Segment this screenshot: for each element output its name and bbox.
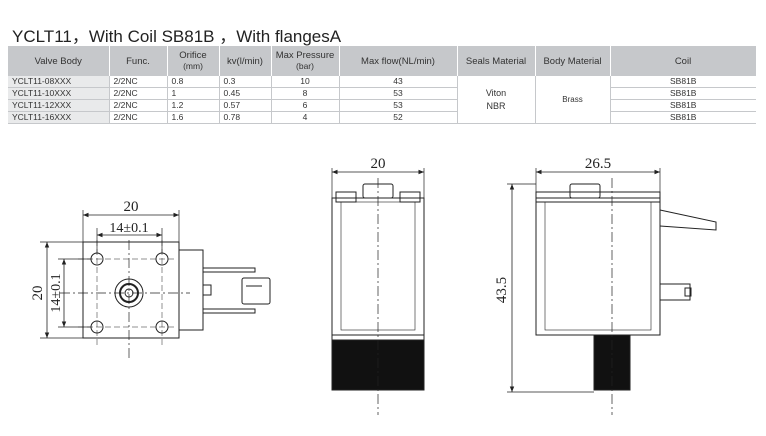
cell-valve-body: YCLT11-16XXX — [8, 111, 110, 124]
cell-coil: SB81B — [610, 76, 756, 88]
front-view — [40, 210, 271, 360]
profile-pin-angled — [659, 209, 717, 231]
cell-func: 2/2NC — [109, 87, 168, 100]
dim-profile-width: 26.5 — [585, 156, 611, 172]
dim-side-width: 20 — [371, 156, 386, 172]
cell-orifice: 0.8 — [167, 76, 220, 88]
dim-hole-spacing-h: 14±0.1 — [109, 221, 148, 236]
profile-pin-tab — [659, 283, 691, 301]
front-connector-block — [178, 249, 204, 331]
header-pressure-label: Max Pressure — [275, 50, 335, 61]
cell-pressure: 6 — [271, 99, 340, 112]
cell-func: 2/2NC — [109, 99, 168, 112]
cell-kv: 0.57 — [219, 99, 272, 112]
terminal-pin-top — [202, 267, 256, 273]
side-tab-right — [399, 191, 421, 203]
cell-pressure: 8 — [271, 87, 340, 100]
cell-pressure: 10 — [271, 76, 340, 88]
cell-orifice: 1 — [167, 87, 220, 100]
terminal-tab — [241, 277, 271, 305]
profile-terminal — [569, 183, 601, 199]
header-orifice-label: Orifice — [179, 50, 207, 61]
table-row: YCLT11-10XXX 2/2NC 1 0.45 8 53 SB81B — [8, 87, 756, 100]
cell-orifice: 1.2 — [167, 99, 220, 112]
cell-pressure: 4 — [271, 111, 340, 124]
header-max-pressure: Max Pressure(bar) — [271, 46, 340, 76]
cell-kv: 0.3 — [219, 76, 272, 88]
table-header-row: Valve Body Func. Orifice(mm) kv(l/min) M… — [8, 46, 757, 76]
seals-viton: Viton — [485, 87, 507, 98]
header-func: Func. — [109, 46, 168, 76]
seals-nbr: NBR — [486, 100, 506, 111]
cell-coil: SB81B — [610, 99, 756, 112]
dim-front-height: 20 — [30, 286, 46, 301]
cell-func: 2/2NC — [109, 111, 168, 124]
header-orifice-unit: (mm) — [183, 61, 203, 71]
profile-coil-body — [535, 197, 661, 336]
header-max-flow: Max flow(NL/min) — [339, 46, 458, 76]
dim-front-width: 20 — [124, 199, 139, 215]
cell-valve-body: YCLT11-08XXX — [8, 76, 110, 88]
spec-table: Valve Body Func. Orifice(mm) kv(l/min) M… — [8, 46, 757, 124]
cell-valve-body: YCLT11-10XXX — [8, 87, 110, 100]
cell-valve-body: YCLT11-12XXX — [8, 99, 110, 112]
profile-top-band — [535, 191, 661, 203]
dim-profile-height: 43.5 — [494, 277, 510, 303]
header-valve-body: Valve Body — [8, 46, 110, 76]
header-seals: Seals Material — [457, 46, 536, 76]
profile-inner-outline — [544, 201, 652, 331]
cell-kv: 0.78 — [219, 111, 272, 124]
cell-kv: 0.45 — [219, 87, 272, 100]
cell-flow: 53 — [339, 87, 458, 100]
cell-body-material: Brass — [535, 76, 611, 124]
profile-pin-hole — [684, 287, 692, 297]
side-tab-left — [335, 191, 357, 203]
page-title: YCLT11，With Coil SB81B ，With flangesA — [12, 27, 342, 46]
dim-hole-spacing-v: 14±0.1 — [49, 273, 64, 312]
cell-flow: 52 — [339, 111, 458, 124]
cell-func: 2/2NC — [109, 76, 168, 88]
table-row: YCLT11-16XXX 2/2NC 1.6 0.78 4 52 SB81B — [8, 111, 756, 124]
header-pressure-unit: (bar) — [296, 61, 314, 71]
cell-flow: 43 — [339, 76, 458, 88]
cell-coil: SB81B — [610, 111, 756, 124]
cell-coil: SB81B — [610, 87, 756, 100]
cell-flow: 53 — [339, 99, 458, 112]
cell-orifice: 1.6 — [167, 111, 220, 124]
terminal-stub — [202, 284, 212, 296]
header-orifice: Orifice(mm) — [167, 46, 220, 76]
profile-view — [507, 168, 717, 415]
side-view — [331, 168, 425, 415]
header-body-material: Body Material — [535, 46, 611, 76]
header-kv: kv(l/min) — [219, 46, 272, 76]
terminal-pin-bottom — [202, 308, 256, 314]
table-row: YCLT11-12XXX 2/2NC 1.2 0.57 6 53 SB81B — [8, 99, 756, 112]
header-coil: Coil — [610, 46, 757, 76]
